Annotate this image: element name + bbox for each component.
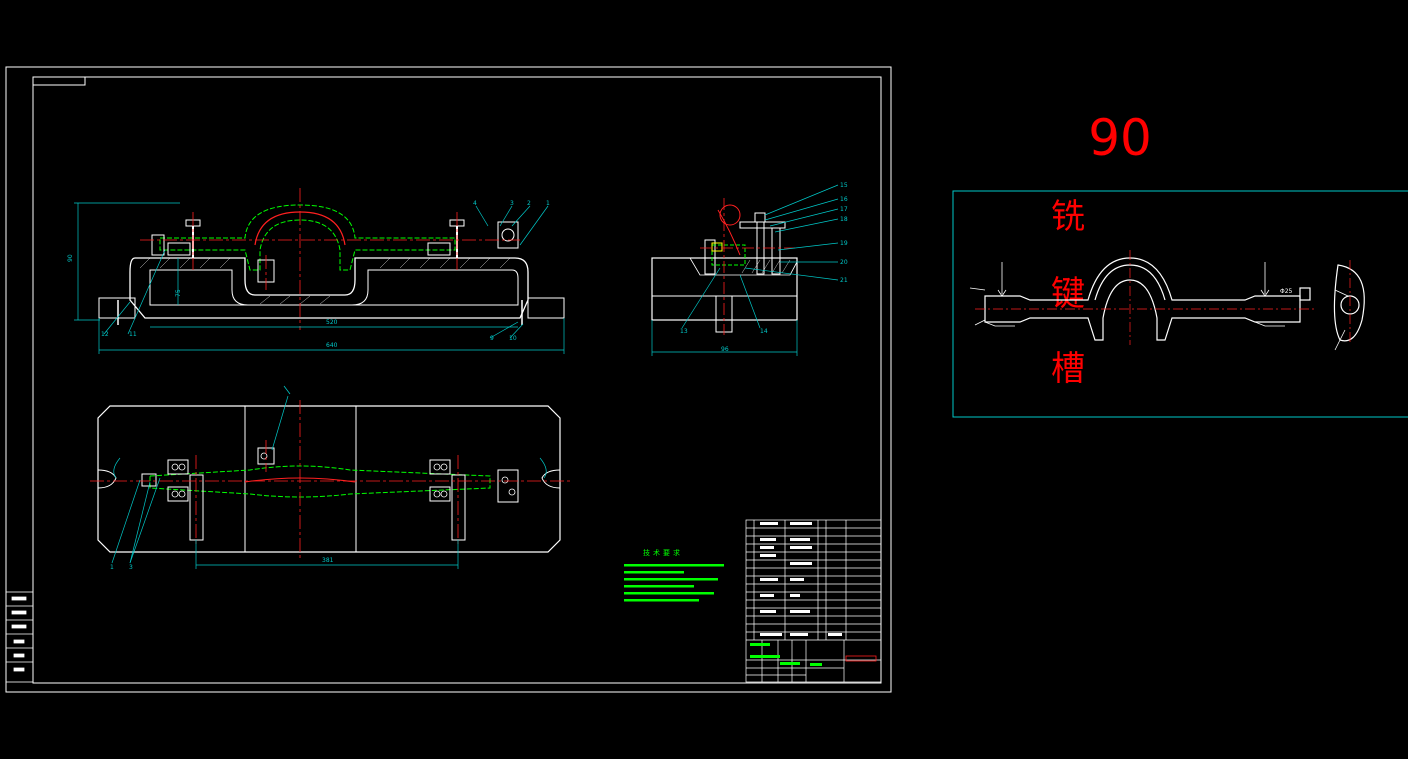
balloon-front-12: 12 bbox=[101, 331, 109, 338]
title-block bbox=[745, 519, 882, 683]
dim-front-inner: 75 bbox=[175, 289, 182, 297]
section-view: 96 15 16 17 18 19 20 21 13 14 bbox=[651, 182, 848, 356]
balloon-section-17: 17 bbox=[840, 206, 848, 213]
plan-view: 381 1 3 bbox=[90, 385, 570, 571]
operation-number: 90 bbox=[1088, 109, 1152, 167]
title-block-text bbox=[760, 522, 842, 636]
balloon-section-14: 14 bbox=[760, 328, 768, 335]
operation-char-3: 槽 bbox=[1051, 349, 1085, 389]
panel-stock-label: Φ25 bbox=[1280, 288, 1293, 295]
balloon-front-10: 10 bbox=[509, 335, 517, 342]
sheet-frame bbox=[5, 66, 892, 693]
balloon-section-21: 21 bbox=[840, 277, 848, 284]
balloon-section-19: 19 bbox=[840, 240, 848, 247]
dim-front-overall: 640 bbox=[326, 342, 338, 349]
balloon-plan-3: 3 bbox=[129, 564, 133, 571]
balloon-front-2: 2 bbox=[527, 200, 531, 207]
dim-front-span: 520 bbox=[326, 319, 338, 326]
operation-char-2: 键 bbox=[1051, 274, 1085, 314]
title-block-name bbox=[845, 655, 877, 662]
balloon-section-13: 13 bbox=[680, 328, 688, 335]
front-view: 90 75 520 640 1 2 3 4 9 10 11 12 bbox=[67, 188, 565, 354]
balloon-front-11: 11 bbox=[129, 331, 137, 338]
tech-requirements: 技术要求 bbox=[624, 548, 724, 602]
balloon-section-20: 20 bbox=[840, 259, 848, 266]
tech-requirements-title: 技术要求 bbox=[643, 548, 683, 557]
title-block-green bbox=[750, 643, 822, 666]
balloon-front-3: 3 bbox=[510, 200, 514, 207]
balloon-section-16: 16 bbox=[840, 196, 848, 203]
balloon-section-18: 18 bbox=[840, 216, 848, 223]
balloon-front-4: 4 bbox=[473, 200, 477, 207]
dim-front-height: 90 bbox=[67, 254, 74, 262]
balloon-section-15: 15 bbox=[840, 182, 848, 189]
balloon-plan-1: 1 bbox=[110, 564, 114, 571]
dim-plan-span: 381 bbox=[322, 557, 334, 564]
left-strip bbox=[5, 591, 34, 683]
balloon-front-1: 1 bbox=[546, 200, 550, 207]
operation-panel: 90 铣 键 槽 Φ25 bbox=[952, 109, 1408, 418]
balloon-front-9: 9 bbox=[490, 335, 494, 342]
dim-section-width: 96 bbox=[721, 346, 729, 353]
operation-char-1: 铣 bbox=[1051, 197, 1085, 237]
